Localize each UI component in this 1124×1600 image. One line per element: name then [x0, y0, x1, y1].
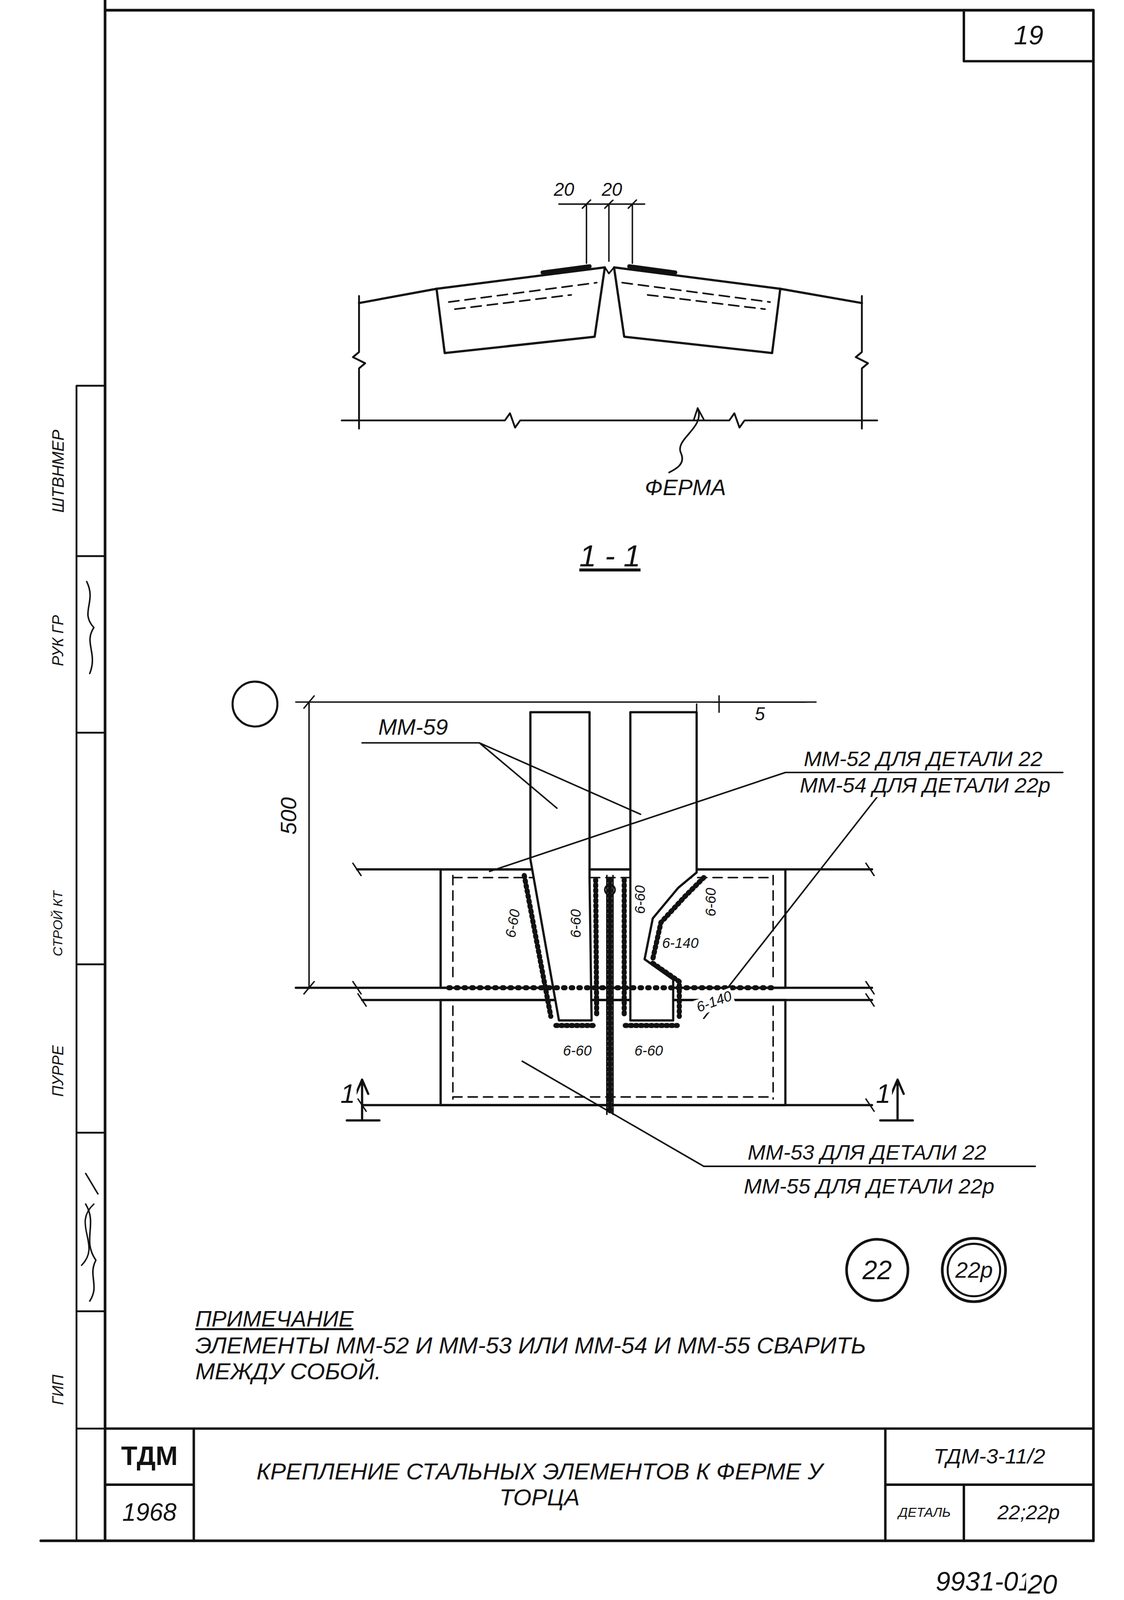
weld-mark: 6-60: [632, 883, 649, 916]
dimension-text: 500: [276, 795, 302, 837]
node-text: ДЕТАЛЬ: [898, 1504, 951, 1520]
node-text: 1968: [122, 1498, 177, 1526]
organisation-code: ТДМ: [105, 1427, 194, 1485]
section-label: 1 - 1: [577, 538, 642, 573]
weld-mark: 6-60: [502, 906, 524, 941]
node-text: 22: [862, 1255, 892, 1285]
part-mark: ММ-53 ДЛЯ ДЕТАЛИ 22: [746, 1140, 988, 1165]
weld-mark: 6-60: [703, 885, 720, 918]
note-heading: ПРИМЕЧАНИЕ: [193, 1306, 356, 1332]
page-number: 19: [963, 9, 1094, 61]
node-text: ТДМ-3-11/2: [933, 1444, 1045, 1468]
dimension-text: 5: [753, 703, 767, 725]
detail-circle: 22: [844, 1237, 910, 1303]
node-text: ТДМ: [121, 1441, 178, 1471]
weld-mark: 6-60: [561, 1042, 594, 1059]
node-text: 22р: [955, 1257, 993, 1283]
part-name: ФЕРМА: [643, 475, 728, 500]
stamp-text: ШТВНМЕР: [49, 428, 68, 515]
weld-mark: 6-60: [632, 1042, 665, 1059]
year-cell: 1968: [105, 1484, 194, 1541]
section-mark: 1: [339, 1078, 358, 1109]
stamp-text: ГИП: [49, 1372, 67, 1406]
stamp-text: ПУРРЕ: [49, 1043, 67, 1099]
weld-mark: 6-140: [660, 935, 700, 952]
detail-circle: 22р: [940, 1236, 1008, 1304]
node-text: 19: [1013, 20, 1044, 51]
detail-caption: ДЕТАЛЬ: [885, 1484, 965, 1541]
weld-mark: 6-60: [568, 907, 585, 939]
detail-number: 22;22р: [963, 1484, 1094, 1541]
node-text: КРЕПЛЕНИЕ СТАЛЬНЫХ ЭЛЕМЕНТОВ К ФЕРМЕ У Т…: [240, 1458, 839, 1510]
node-text: 22;22р: [997, 1500, 1060, 1524]
dimension-text: 20: [600, 179, 624, 201]
stamp-text: РУК ГР: [49, 613, 67, 668]
drawing-code: ТДМ-3-11/2: [885, 1427, 1094, 1485]
note-text: ЭЛЕМЕНТЫ ММ-52 И ММ-53 ИЛИ ММ-54 И ММ-55…: [193, 1332, 911, 1384]
part-mark: ММ-52 ДЛЯ ДЕТАЛИ 22: [802, 747, 1044, 771]
part-mark: ММ-55 ДЛЯ ДЕТАЛИ 22р: [742, 1174, 996, 1198]
sheet-code: 9931-01: [934, 1566, 1035, 1596]
weld-mark: 6-140: [692, 987, 736, 1016]
stamp-text: СТРОЙ КТ: [50, 888, 66, 958]
part-mark: ММ-59: [376, 715, 450, 741]
sheet-number: 20: [1026, 1569, 1059, 1599]
part-mark: ММ-54 ДЛЯ ДЕТАЛИ 22р: [798, 773, 1052, 797]
drawing-title: КРЕПЛЕНИЕ СТАЛЬНЫХ ЭЛЕМЕНТОВ К ФЕРМЕ У Т…: [193, 1427, 886, 1540]
dimension-text: 20: [552, 179, 576, 201]
section-mark: 1: [874, 1078, 893, 1109]
